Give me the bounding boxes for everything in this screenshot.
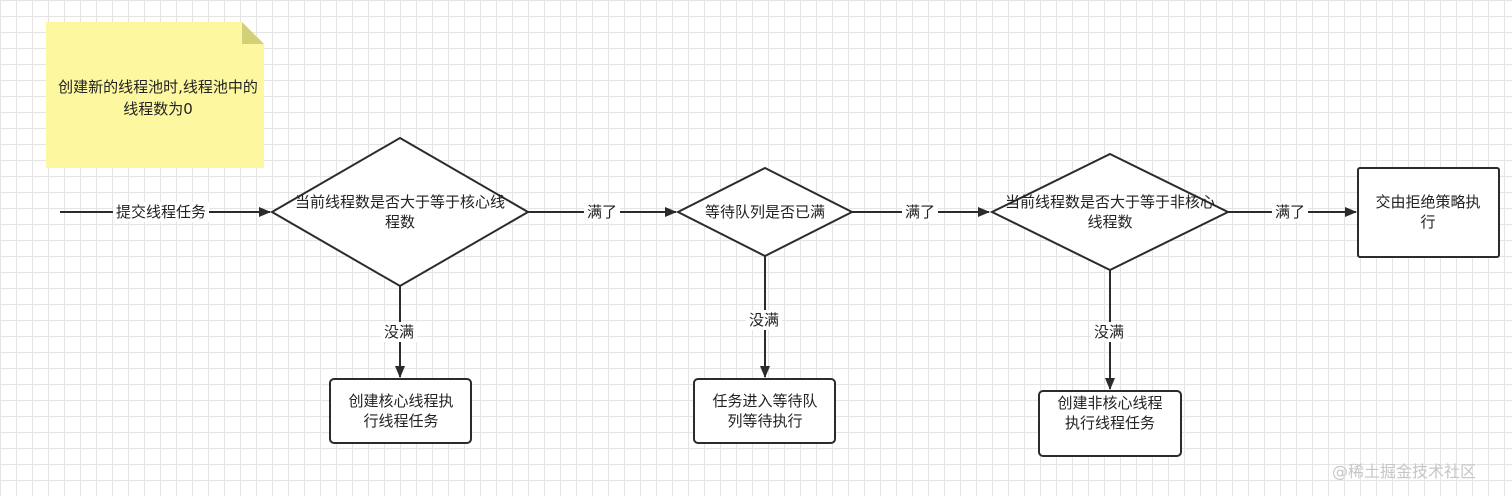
edge-label-not-full-1: 没满	[381, 322, 418, 342]
edge-label-full-2: 满了	[902, 202, 939, 222]
decision-noncore-threads	[989, 152, 1231, 272]
decision-core-threads	[270, 136, 530, 288]
decision-queue-full	[675, 166, 855, 258]
process-create-noncore-box	[1038, 390, 1182, 457]
sticky-note-text: 创建新的线程池时,线程池中的线程数为0	[58, 78, 258, 118]
process-enqueue-text: 任务进入等待队列等待执行	[712, 392, 818, 430]
edge-label-full-3: 满了	[1272, 202, 1309, 222]
decision-queue-full-text: 等待队列是否已满	[704, 203, 825, 221]
process-reject-text: 交由拒绝策略执行	[1375, 193, 1481, 231]
sticky-note	[46, 22, 264, 168]
edge-label-full-1: 满了	[584, 202, 621, 222]
process-create-core-text: 创建核心线程执行线程任务	[348, 392, 454, 430]
process-create-noncore-text: 创建非核心线程执行线程任务	[1057, 394, 1163, 432]
process-reject-box	[1357, 167, 1500, 258]
watermark: @稀土掘金技术社区	[1332, 462, 1477, 481]
process-create-core-box	[329, 378, 472, 444]
edge-label-not-full-2: 没满	[746, 310, 783, 330]
decision-core-threads-text: 当前线程数是否大于等于核心线程数	[294, 193, 505, 231]
process-enqueue-box	[693, 378, 836, 444]
edge-label-not-full-3: 没满	[1091, 322, 1128, 342]
decision-noncore-threads-text: 当前线程数是否大于等于非核心线程数	[1004, 193, 1215, 231]
start-label: 提交线程任务	[113, 202, 210, 222]
